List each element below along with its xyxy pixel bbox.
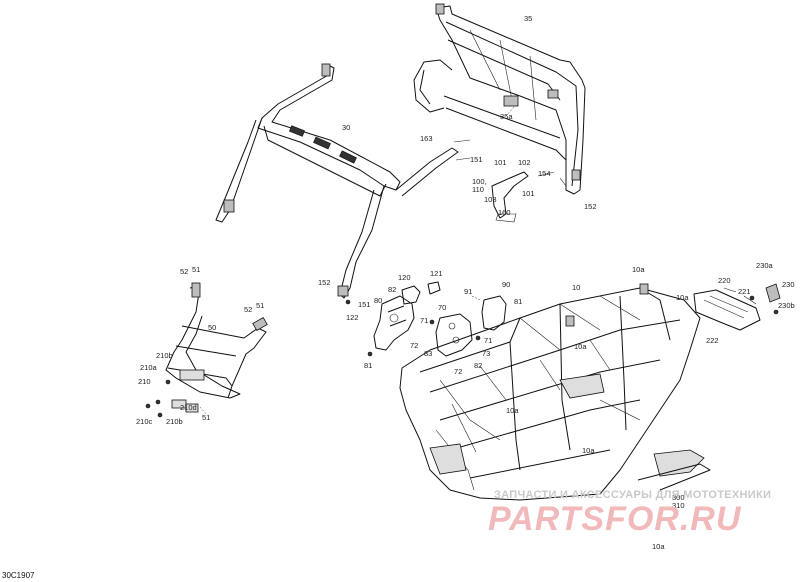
callout-51-a: 51 bbox=[192, 265, 200, 274]
callout-151-top: 151 bbox=[470, 155, 483, 164]
callout-30: 30 bbox=[342, 123, 350, 132]
callout-81-right: 81 bbox=[514, 297, 522, 306]
callout-151-mid: 151 bbox=[358, 300, 371, 309]
callout-72-right: 72 bbox=[454, 367, 462, 376]
callout-51-c: 51 bbox=[202, 413, 210, 422]
callout-152-top: 152 bbox=[584, 202, 597, 211]
bracket-103 bbox=[453, 139, 567, 223]
callout-100: 100, bbox=[472, 177, 487, 186]
callout-230a: 230a bbox=[756, 261, 774, 270]
callout-10a-1: 10a bbox=[632, 265, 645, 274]
callout-83: 83 bbox=[424, 349, 432, 358]
callout-71-left: 71 bbox=[420, 316, 428, 325]
callout-310: 310 bbox=[672, 501, 685, 510]
callout-50: 50 bbox=[208, 323, 216, 332]
rear-bracket-220 bbox=[693, 283, 781, 331]
watermark-tagline: ЗАПЧАСТИ И АКСЕССУАРЫ ДЛЯ МОТОТЕХНИКИ bbox=[494, 489, 771, 501]
callout-52-b: 52 bbox=[244, 305, 252, 314]
callout-90: 90 bbox=[502, 280, 510, 289]
callout-71-right: 71 bbox=[484, 336, 492, 345]
callout-10a-5: 10a bbox=[582, 446, 595, 455]
watermark-logo: PARTSFOR.RU bbox=[488, 500, 742, 538]
callout-73: 73 bbox=[482, 349, 490, 358]
callout-221: 221 bbox=[738, 287, 751, 296]
callout-220: 220 bbox=[718, 276, 731, 285]
watermark: ЗАПЧАСТИ И АКСЕССУАРЫ ДЛЯ МОТОТЕХНИКИ PA… bbox=[488, 489, 771, 538]
callout-122: 122 bbox=[346, 313, 359, 322]
center-brackets bbox=[345, 281, 507, 357]
front-cage-30 bbox=[215, 63, 459, 299]
callout-210b-bottom: 210b bbox=[166, 417, 183, 426]
callout-70: 70 bbox=[438, 303, 446, 312]
callout-300: 300 bbox=[672, 493, 685, 502]
callout-91: 91 bbox=[464, 287, 472, 296]
callout-210c: 210c bbox=[136, 417, 153, 426]
callout-35: 35 bbox=[524, 14, 532, 23]
callout-210b-top: 210b bbox=[156, 351, 173, 360]
callout-121: 121 bbox=[430, 269, 443, 278]
callout-101-bottom: 101 bbox=[522, 189, 535, 198]
callout-163: 163 bbox=[420, 134, 433, 143]
callout-10a-6: 10a bbox=[652, 542, 665, 551]
callout-82-right: 82 bbox=[474, 361, 482, 370]
callout-72-left: 72 bbox=[410, 341, 418, 350]
diagram-code: 30C1907 bbox=[2, 571, 35, 580]
main-frame-10 bbox=[399, 283, 711, 501]
callout-230: 230 bbox=[782, 280, 795, 289]
callout-101-top: 101 bbox=[494, 158, 507, 167]
callout-210d: 210d bbox=[180, 403, 197, 412]
callout-10: 10 bbox=[572, 283, 580, 292]
callout-10a-3: 10a bbox=[574, 342, 587, 351]
callout-222: 222 bbox=[706, 336, 719, 345]
callout-120: 120 bbox=[398, 273, 411, 282]
callout-110: 110 bbox=[472, 185, 484, 194]
callout-210a: 210a bbox=[140, 363, 158, 372]
callout-152-mid: 152 bbox=[318, 278, 331, 287]
callout-52-a: 52 bbox=[180, 267, 188, 276]
callout-102: 102 bbox=[518, 158, 531, 167]
callout-103: 103 bbox=[484, 195, 497, 204]
door-bracket-50 bbox=[145, 282, 268, 418]
callout-10a-2: 10a bbox=[676, 293, 689, 302]
callout-81-left: 81 bbox=[364, 361, 372, 370]
callout-82-left: 82 bbox=[388, 285, 396, 294]
callout-10a-4: 10a bbox=[506, 406, 519, 415]
callout-230b: 230b bbox=[778, 301, 795, 310]
callout-154: 154 bbox=[538, 169, 551, 178]
rear-cage-35 bbox=[413, 3, 586, 195]
callout-35a: 35a bbox=[500, 112, 513, 121]
callout-51-b: 51 bbox=[256, 301, 264, 310]
callout-160: 160 bbox=[498, 208, 511, 217]
callout-210: 210 bbox=[138, 377, 151, 386]
callout-labels: 35 35a 30 163 151 101 102 154 100, 110 1… bbox=[136, 14, 795, 551]
callout-80: 80 bbox=[374, 296, 382, 305]
